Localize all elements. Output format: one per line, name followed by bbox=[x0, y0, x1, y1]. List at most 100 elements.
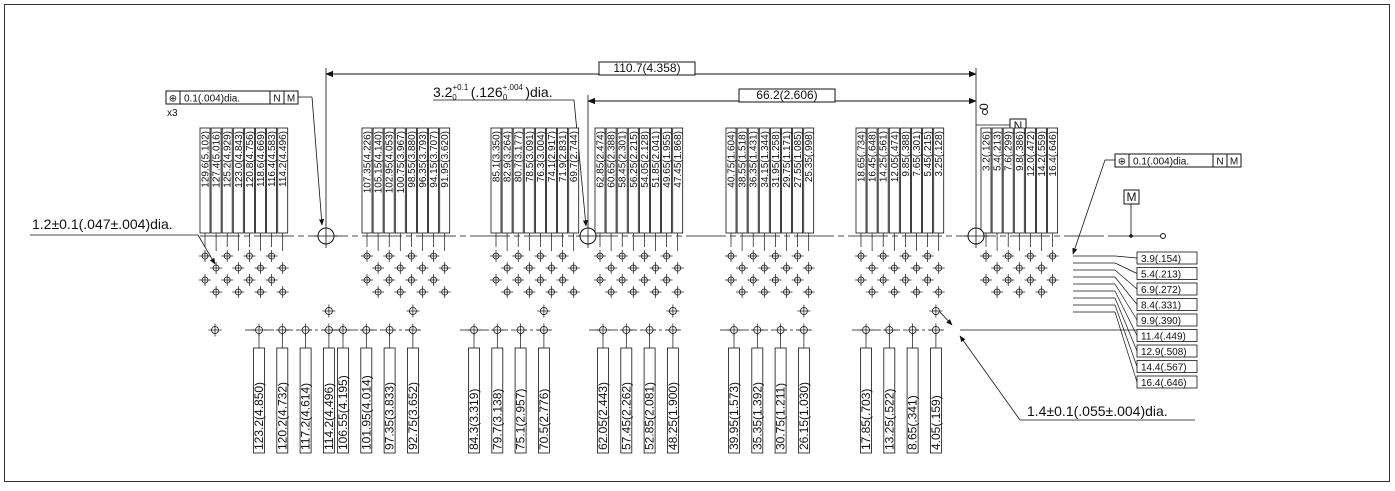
zero-label: 0 bbox=[977, 103, 991, 110]
bottom-dimension-label: 101.95(4.014) bbox=[359, 375, 373, 450]
bottom-dimension-box bbox=[597, 347, 609, 454]
bottom-dimension-label: 84.3(3.319) bbox=[467, 389, 481, 450]
top-dimension-label: 31.95(1.258) bbox=[771, 131, 782, 188]
bottom-dimension-label: 30.75(1.211) bbox=[774, 383, 788, 450]
bottom-dimension-box bbox=[643, 347, 656, 454]
right-dimension-label: 11.4(.449) bbox=[1141, 332, 1186, 343]
top-dimension-label: 9.8(.386) bbox=[1015, 131, 1026, 171]
right-dimension-label: 16.4(.646) bbox=[1141, 378, 1187, 389]
right-dimension-label: 6.9(.272) bbox=[1141, 285, 1181, 296]
border bbox=[4, 4, 1390, 482]
bottom-dimension-box bbox=[751, 347, 764, 454]
position-tolerance: 0.1(.004)dia. bbox=[1133, 157, 1189, 168]
top-dimension-label: 54.05(2.128) bbox=[640, 131, 651, 188]
bottom-dimension-box bbox=[337, 347, 349, 454]
bottom-dimension-label: 13.25(.522) bbox=[882, 389, 896, 450]
position-leader-left bbox=[311, 96, 325, 226]
bottom-dimension-label: 120.2(4.732) bbox=[275, 382, 289, 450]
right-extension-line bbox=[1114, 311, 1138, 383]
left-hole-leader bbox=[197, 234, 216, 265]
top-dimension-label: 96.35(3.793) bbox=[418, 131, 429, 188]
top-dimension-label: 5.45(.215) bbox=[923, 131, 934, 177]
guide-hole-leader bbox=[573, 99, 589, 227]
right-extension-line bbox=[1114, 276, 1138, 305]
datum-m-box bbox=[1123, 189, 1140, 205]
top-dimension-label: 16.4(.646) bbox=[1048, 131, 1059, 177]
right-extension-line bbox=[1114, 262, 1138, 274]
bottom-dimension-label: 17.85(.703) bbox=[859, 389, 873, 450]
bottom-dimension-box bbox=[299, 347, 312, 454]
top-dimension-label: 3.25(.128) bbox=[934, 131, 945, 177]
top-dimension-label: 82.9(3.264) bbox=[503, 131, 514, 182]
right-dimension-label: 8.4(.331) bbox=[1141, 301, 1181, 312]
top-dimension-label: 12.05(.474) bbox=[890, 131, 901, 182]
bottom-dimension-label: 117.2(4.614) bbox=[299, 383, 313, 450]
top-dimension-label: 91.95(3.620) bbox=[440, 131, 451, 188]
right-extension-line bbox=[1114, 283, 1138, 321]
bottom-dimension-label: 26.15(1.030) bbox=[797, 382, 811, 450]
position-datum-n: N bbox=[1216, 157, 1223, 168]
bottom-dimension-label: 39.95(1.573) bbox=[727, 382, 741, 450]
top-dimension-label: 27.55(1.085) bbox=[793, 131, 804, 188]
top-label-group: 18.65(.734)16.45(.648)14.25(.561)12.05(.… bbox=[855, 127, 945, 251]
top-dimension-label: 105.15(4.140) bbox=[374, 131, 385, 193]
top-dimension-label: 78.5(3.091) bbox=[525, 131, 536, 182]
position-datum-m: M bbox=[287, 94, 295, 105]
position-datum-n: N bbox=[273, 94, 280, 105]
bottom-label-group: 123.2(4.850)120.2(4.732)117.2(4.614)114.… bbox=[245, 329, 337, 454]
position-leader-right bbox=[1072, 159, 1106, 255]
top-dimension-label: 7.65(.301) bbox=[912, 131, 923, 177]
top-label-group: 3.2(.126)5.4(.213)7.6(.299)9.8(.386)12.0… bbox=[980, 127, 1059, 251]
top-label-group: 107.35(4.226)105.15(4.140)102.95(4.053)1… bbox=[361, 127, 451, 251]
pin-hole-leader bbox=[959, 335, 1021, 421]
inner-dimension-box bbox=[738, 88, 836, 103]
position-symbol-icon: ⊕ bbox=[169, 94, 177, 105]
datum-m-label: M bbox=[1127, 190, 1137, 204]
bottom-dimension-label: 4.05(.159) bbox=[929, 395, 943, 450]
top-dimension-label: 94.15(3.707) bbox=[429, 131, 440, 188]
datum-m-end bbox=[1160, 233, 1166, 239]
top-label-group: 85.1(3.350)82.9(3.264)80.7(3.177)78.5(3.… bbox=[490, 127, 580, 251]
bottom-label-group: 106.55(4.195)101.95(4.014)97.35(3.833)92… bbox=[329, 329, 421, 454]
bottom-label-group: 39.95(1.573) 35.35(1.392) 30.75(1.211) 26.1… bbox=[720, 329, 812, 454]
right-extension-line bbox=[1114, 290, 1138, 336]
top-dimension-label: 74.1(2.917) bbox=[547, 131, 558, 182]
bottom-dimension-box bbox=[253, 347, 265, 454]
bottom-dimension-box bbox=[930, 347, 942, 454]
bottom-dimension-box bbox=[322, 347, 335, 454]
top-dimension-label: 16.45(.648) bbox=[868, 131, 879, 182]
top-dimension-label: 69.7(2.744) bbox=[569, 131, 580, 182]
top-dimension-label: 114.2(4.496) bbox=[278, 131, 289, 187]
top-dimension-label: 18.65(.734) bbox=[857, 131, 868, 182]
bottom-dimension-box bbox=[860, 347, 872, 454]
right-extension-line bbox=[1114, 269, 1138, 290]
top-dimension-label: 60.65(2.388) bbox=[607, 131, 618, 188]
top-dimension-label: 98.55(3.880) bbox=[407, 131, 418, 188]
top-dimension-label: 3.2(.126) bbox=[982, 131, 993, 171]
right-extension-line bbox=[1114, 297, 1138, 352]
bottom-dimension-box bbox=[406, 347, 419, 454]
overall-dimension-box bbox=[598, 61, 696, 76]
top-dimension-label: 14.25(.561) bbox=[879, 131, 890, 182]
left-hole-callout: 1.2±0.1(.047±.004)dia. bbox=[32, 216, 173, 232]
top-label-group: 129.6(5.102)127.4(5.016)125.2(4.929)123.… bbox=[199, 127, 289, 251]
top-dimension-label: 62.85(2.474) bbox=[596, 131, 607, 188]
top-dimension-label: 85.1(3.350) bbox=[492, 131, 503, 182]
top-dimension-label: 36.35(1.431) bbox=[749, 131, 760, 188]
bottom-dimension-box bbox=[883, 347, 896, 454]
inner-dimension-label: 66.2(2.606) bbox=[756, 88, 817, 102]
top-dimension-label: 127.4(5.016) bbox=[212, 131, 223, 188]
position-frame-right bbox=[1114, 153, 1242, 168]
bottom-dimension-label: 92.75(3.652) bbox=[406, 382, 420, 450]
top-dimension-label: 7.6(.299) bbox=[1004, 131, 1015, 171]
top-dimension-label: 14.2(.559) bbox=[1037, 131, 1048, 177]
top-dimension-label: 123.0(4.843) bbox=[234, 131, 245, 188]
bottom-dimension-label: 35.35(1.392) bbox=[750, 382, 764, 450]
bottom-label-group: 62.05(2.443)57.45(2.262)52.85(2.081)48.2… bbox=[589, 329, 681, 454]
top-dimension-label: 58.45(2.301) bbox=[618, 131, 629, 188]
bottom-dimension-box bbox=[906, 347, 919, 454]
top-dimension-label: 71.9(2.831) bbox=[558, 131, 569, 182]
bottom-dimension-label: 106.55(4.195) bbox=[336, 375, 350, 450]
top-dimension-label: 51.85(2.041) bbox=[651, 131, 662, 188]
